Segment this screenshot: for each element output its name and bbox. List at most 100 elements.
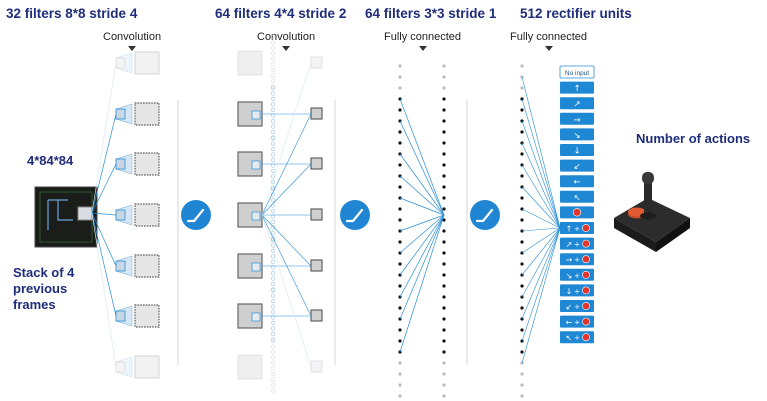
neuron-dot [520,196,524,200]
filter-node [270,287,276,293]
arrow-icon: ↘ [566,271,573,280]
filter-kernel-2 [251,262,261,272]
filter-node [270,360,276,366]
neuron-dot [442,86,446,90]
filter-kernel-2 [251,110,261,120]
filter-node [270,371,276,377]
connection-line [521,227,561,320]
relu-icon [181,200,211,230]
arrow-icon: ← [573,178,580,188]
neuron-dot [520,152,524,156]
arrow-icon: ↖ [566,334,573,343]
feature-map [134,254,160,278]
arrow-icon: ↗ [566,240,573,249]
joystick-stick [644,180,652,218]
neuron-dot [442,394,446,398]
connection-line [399,214,445,320]
filter-node [270,185,276,190]
fire-button-icon [582,255,590,264]
header-conv1: 32 filters 8*8 stride 4 [6,6,138,21]
sublabel-fc2: Fully connected [510,31,587,51]
connection-line [521,227,561,364]
filter-kernel [115,310,126,322]
plus-icon: + [574,256,580,264]
filter-node [270,293,276,298]
filter-node [270,203,276,208]
filter-kernel [115,260,126,272]
connection-line [261,113,312,216]
neuron-dot [520,350,524,354]
receptive-field-box [77,206,93,221]
neuron-dot [520,372,524,376]
relu-curve [345,208,364,223]
neuron-dot [442,130,446,134]
feature-map [134,304,160,328]
filter-node [270,337,276,342]
relu-curve [475,208,494,223]
dropdown-triangle-icon [128,46,137,51]
input-caption-line: previous [13,281,68,296]
neuron-dot [442,284,446,288]
connection-line [399,197,445,216]
filter-node [270,338,276,344]
filter-node [270,276,276,281]
filter-node [270,349,276,355]
arrow-icon: ↑ [566,225,573,234]
filter-node [270,78,276,84]
feature-map-2 [237,50,263,76]
filter-node [270,388,276,393]
neuron-dot [398,383,402,387]
output-map-2 [310,208,323,221]
output-map-2 [310,360,323,373]
neuron-dot [520,383,524,387]
filter-node [270,168,276,174]
neuron-dot [442,295,446,299]
joystick-base-left [614,218,656,252]
neuron-dot [520,218,524,222]
filter-kernel [115,209,126,221]
connection-line [261,214,312,368]
output-map-2 [310,107,323,120]
filter-node [270,34,276,40]
connection-line [91,113,117,214]
neuron-dot [442,262,446,266]
neuron-dot [442,196,446,200]
action-label: No input [565,70,589,77]
neuron-dot [442,372,446,376]
neuron-dot [442,185,446,189]
filter-node [270,304,276,309]
filter-node [270,45,276,51]
arrow-icon: ↗ [573,100,580,110]
feature-map [134,102,160,126]
action-button [560,144,594,156]
action-button [560,190,594,203]
connection-line [521,142,561,229]
filter-node [270,382,276,388]
connection-line [399,214,445,276]
filter-node [270,85,276,91]
neuron-dot [442,108,446,112]
neuron-dot [520,108,524,112]
neuron-dot [398,361,402,365]
connection-line [399,153,445,216]
filter-node [270,56,276,62]
neuron-dot [520,130,524,134]
sublabel-fc1: Fully connected [384,31,461,51]
neuron-dot [442,97,446,101]
connection-line [521,186,561,229]
filter-node [270,67,276,73]
connection-line [521,76,561,229]
relu-curve [186,208,205,223]
neuron-dot [442,75,446,79]
connection-line [399,175,445,216]
plus-icon: + [574,319,580,327]
filter-node [270,118,276,124]
filter-kernel [115,57,126,69]
filter-node [270,219,276,225]
filter-node [270,230,276,236]
feature-map [134,51,160,75]
arrow-icon: ← [566,318,573,327]
action-button [560,81,594,94]
neuron-dot [398,372,402,376]
header-conv2: 64 filters 4*4 stride 2 [215,6,347,21]
